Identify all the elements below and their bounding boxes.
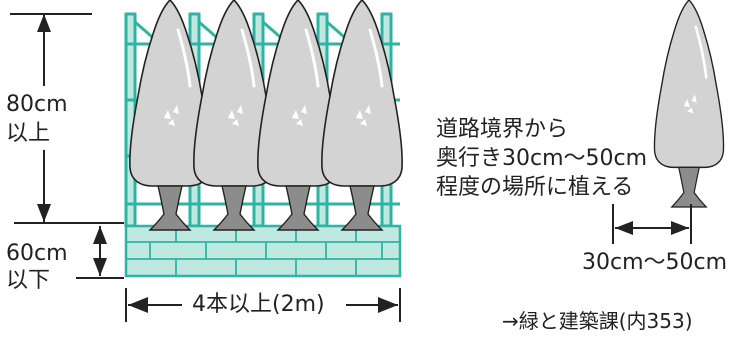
note-line-1: 道路境界から	[436, 117, 569, 142]
height-60-label: 60cm	[6, 241, 68, 266]
depth-span-label: 30cm〜50cm	[582, 250, 728, 275]
height-80-label: 80cm	[6, 92, 68, 117]
height-dimension-lines	[10, 13, 124, 279]
note-line-2: 奥行き30cm〜50cm	[436, 146, 648, 171]
block-wall-icon	[124, 224, 402, 278]
depth-dimension-line	[612, 204, 692, 244]
single-tree-icon	[653, 0, 725, 209]
hedge-tree-icon	[128, 0, 404, 232]
width-span-label: 4本以上(2m)	[186, 292, 331, 318]
department-label: →緑と建築課(内353)	[502, 309, 693, 333]
width-dimension-line	[125, 288, 401, 322]
height-80-sub-label: 以上	[6, 121, 51, 146]
height-60-sub-label: 以下	[6, 268, 51, 293]
note-line-3: 程度の場所に植える	[436, 175, 634, 200]
